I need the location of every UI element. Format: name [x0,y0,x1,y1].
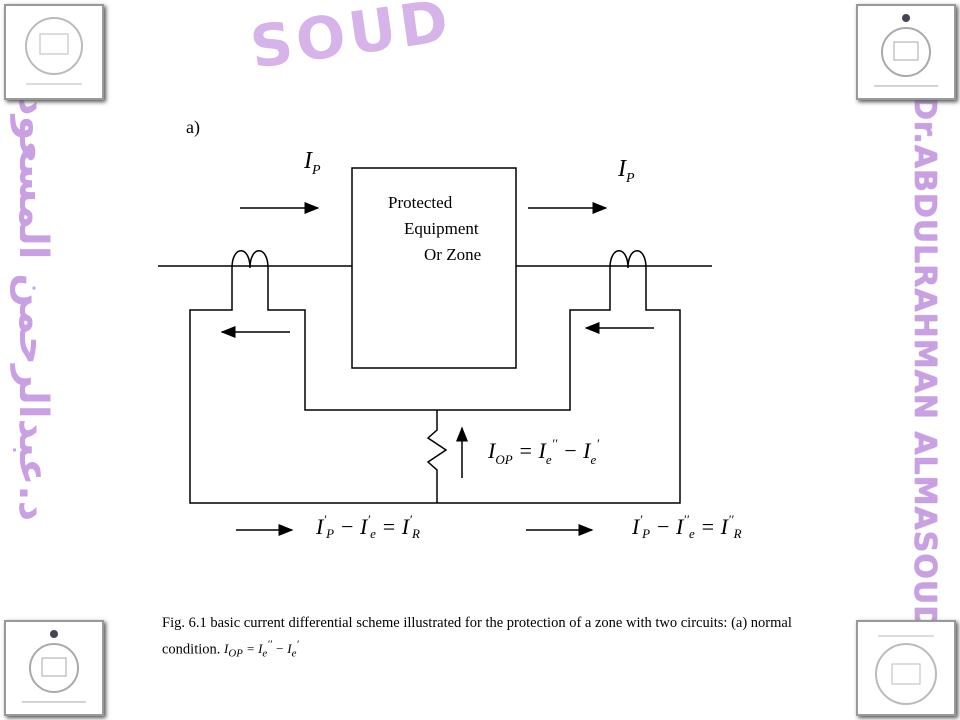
box-label-line-2: Equipment [404,219,479,238]
ct-left [231,250,269,286]
equation-bottom-left: I′P − I′e = I′R [315,512,420,541]
university-logo-top-left [4,4,104,100]
protected-zone-box [351,167,517,369]
diagram-panel [130,85,820,570]
current-ip-left: IP [303,148,321,178]
secondary-loop [189,286,681,504]
watermark-left-text: د.عبدالرحمن المسعود [10,95,56,522]
watermark-right-text: Dr.ABDULRAHMAN ALMASOUD [907,95,942,632]
current-ip-right: IP [617,156,635,186]
box-label-line-3: Or Zone [424,245,481,264]
university-logo-bottom-right [856,620,956,716]
relay-resistor [426,410,448,503]
figure-caption: Fig. 6.1 basic current differential sche… [162,612,792,665]
secondary-inner-loop [267,286,611,411]
part-label: a) [186,117,200,138]
university-logo-top-right [856,4,956,100]
caption-panel [150,605,790,660]
caption-text: Fig. 6.1 basic current differential sche… [162,615,792,658]
university-logo-bottom-left [4,620,104,716]
caption-equation: IOP = Ie′′ − Ie′ [224,639,299,660]
ct-right [609,250,647,286]
box-label-line-1: Protected [388,193,453,212]
equation-bottom-right: I′P − I′′e = I′′R [631,512,742,541]
equation-iop: IOP = Ie′′ − Ie′ [487,436,599,467]
